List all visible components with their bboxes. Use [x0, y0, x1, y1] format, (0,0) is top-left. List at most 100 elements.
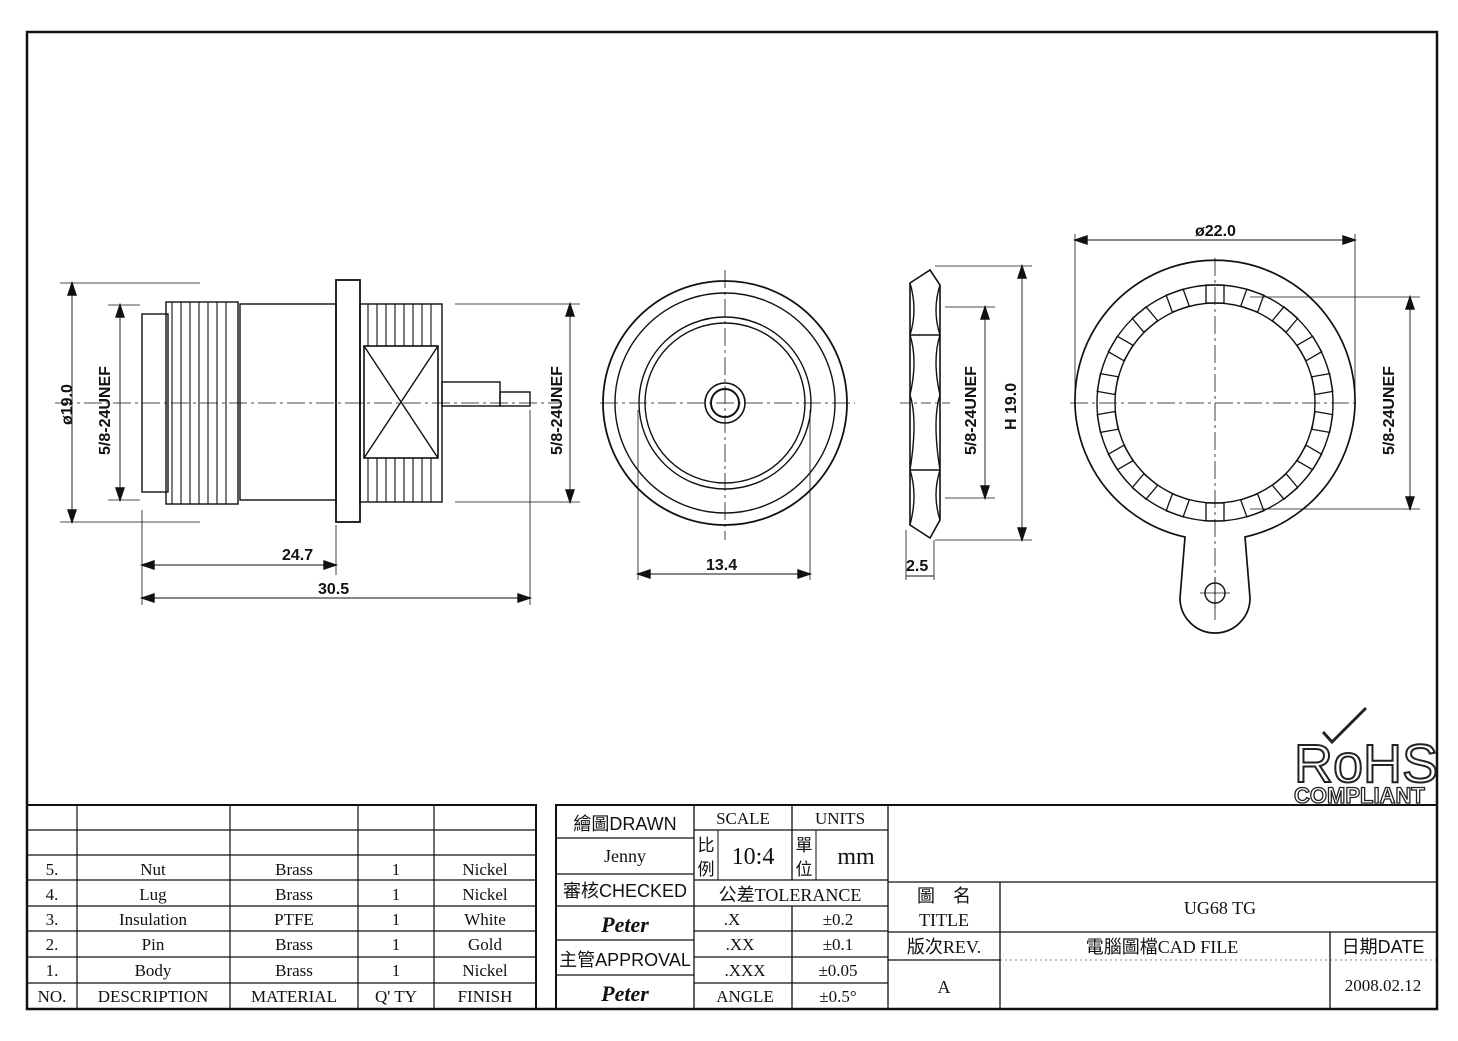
bom-qty: 1 — [392, 910, 401, 929]
lug-tooth — [1165, 288, 1191, 313]
dim-front-diameter: 13.4 — [706, 557, 737, 574]
lug-tooth — [1096, 372, 1119, 396]
scale-value: 10:4 — [732, 844, 775, 870]
lug-tooth — [1271, 472, 1299, 501]
bom-qty: 1 — [392, 961, 401, 980]
bom-rows: 5. Nut Brass 1 Nickel 4. Lug Brass 1 Nic… — [38, 860, 513, 1006]
units-cn-1: 單 — [796, 836, 813, 855]
tolerance-key: .X — [724, 910, 741, 929]
side-view — [55, 279, 580, 605]
bom-description: Pin — [142, 935, 165, 954]
lug-tooth — [1107, 444, 1134, 471]
bom-table — [26, 804, 537, 1010]
dim-side-thread-left: 5/8-24UNEF — [97, 366, 114, 455]
tolerance-key: ANGLE — [716, 987, 774, 1006]
bom-row: 1. Body Brass 1 Nickel — [46, 961, 508, 980]
bom-no: 2. — [46, 935, 59, 954]
tolerance-key: .XX — [726, 935, 755, 954]
bom-row: 5. Nut Brass 1 Nickel — [46, 860, 508, 879]
bom-row: 4. Lug Brass 1 Nickel — [46, 885, 508, 904]
bom-description: Body — [135, 961, 172, 980]
lug-tooth — [1096, 410, 1119, 434]
bom-finish: Nickel — [462, 885, 508, 904]
checked-signature: Peter — [600, 912, 649, 937]
cad-file-label: 電腦圖檔CAD FILE — [1086, 937, 1239, 957]
dim-side-diameter: ø19.0 — [59, 384, 76, 425]
bom-no: 3. — [46, 910, 59, 929]
bom-finish: White — [464, 910, 506, 929]
drawn-label: 繪圖DRAWN — [573, 814, 676, 834]
checked-label: 審核CHECKED — [563, 881, 687, 901]
lug-tooth — [1165, 493, 1191, 518]
lug-tooth — [1239, 493, 1265, 518]
scale-label: SCALE — [716, 809, 770, 828]
lug-tooth — [1205, 502, 1225, 522]
lug-tooth — [1131, 472, 1159, 501]
drawn-by: Jenny — [604, 846, 646, 866]
dim-nut-thread: 5/8-24UNEF — [963, 366, 980, 455]
dim-lug-diameter: ø22.0 — [1195, 223, 1236, 240]
bom-material: PTFE — [274, 910, 314, 929]
lug-tooth — [1107, 335, 1134, 362]
lug-tooth — [1239, 288, 1265, 313]
approval-signature: Peter — [600, 981, 649, 1006]
front-view — [600, 270, 855, 580]
lug-tooth — [1296, 444, 1323, 471]
dim-length-30-5: 30.5 — [318, 581, 349, 598]
units-cn-2: 位 — [796, 860, 813, 879]
bom-header-qty: Q' TY — [375, 987, 417, 1006]
bom-no: 4. — [46, 885, 59, 904]
bom-row: 2. Pin Brass 1 Gold — [46, 935, 503, 954]
approval-label: 主管APPROVAL — [559, 950, 691, 970]
bom-finish: Nickel — [462, 860, 508, 879]
tolerance-key: .XXX — [724, 961, 765, 980]
lug-view — [1070, 234, 1420, 634]
bom-no: 1. — [46, 961, 59, 980]
bom-row: 3. Insulation PTFE 1 White — [46, 910, 506, 929]
bom-finish: Gold — [468, 935, 503, 954]
dim-nut-height: H 19.0 — [1003, 383, 1020, 430]
bom-no: 5. — [46, 860, 59, 879]
bom-material: Brass — [275, 935, 313, 954]
title-block-grid — [555, 804, 1438, 1010]
lug-tooth — [1205, 284, 1225, 304]
bom-finish: Nickel — [462, 961, 508, 980]
rohs-text: RoHS — [1294, 734, 1438, 794]
lug-tooth — [1311, 410, 1334, 434]
bom-qty: 1 — [392, 935, 401, 954]
bom-header-finish: FINISH — [458, 987, 513, 1006]
bom-header-row: NO. DESCRIPTION MATERIAL Q' TY FINISH — [38, 987, 513, 1006]
title-value: UG68 TG — [1184, 898, 1256, 918]
lug-tooth — [1131, 305, 1159, 334]
bom-material: Brass — [275, 885, 313, 904]
bom-material: Brass — [275, 961, 313, 980]
date-label: 日期DATE — [1342, 937, 1425, 957]
dim-nut-thickness: 2.5 — [906, 558, 928, 575]
bom-description: Lug — [139, 885, 167, 904]
bom-header-material: MATERIAL — [251, 987, 337, 1006]
rev-value: A — [938, 977, 951, 997]
title-label: TITLE — [919, 910, 969, 930]
rev-label: 版次REV. — [907, 937, 981, 957]
title-block: 繪圖DRAWN Jenny 審核CHECKED Peter 主管APPROVAL… — [559, 809, 1424, 1006]
bom-qty: 1 — [392, 860, 401, 879]
scale-cn-1: 比 — [698, 836, 715, 855]
tolerance-value: ±0.1 — [823, 935, 854, 954]
rohs-logo: RoHS COMPLIANT — [1293, 706, 1439, 809]
lug-tooth — [1296, 335, 1323, 362]
bom-qty: 1 — [392, 885, 401, 904]
nut-view — [900, 263, 1032, 580]
dim-side-thread-right: 5/8-24UNEF — [549, 366, 566, 455]
bom-header-description: DESCRIPTION — [98, 987, 209, 1006]
units-value: mm — [837, 844, 875, 870]
bom-material: Brass — [275, 860, 313, 879]
tolerance-value: ±0.2 — [823, 910, 854, 929]
tolerance-value: ±0.05 — [818, 961, 857, 980]
bom-description: Nut — [140, 860, 166, 879]
title-cn-label: 圖 名 — [917, 886, 971, 906]
tolerance-label: 公差TOLERANCE — [719, 885, 862, 905]
bom-description: Insulation — [119, 910, 187, 929]
lug-tooth — [1271, 305, 1299, 334]
